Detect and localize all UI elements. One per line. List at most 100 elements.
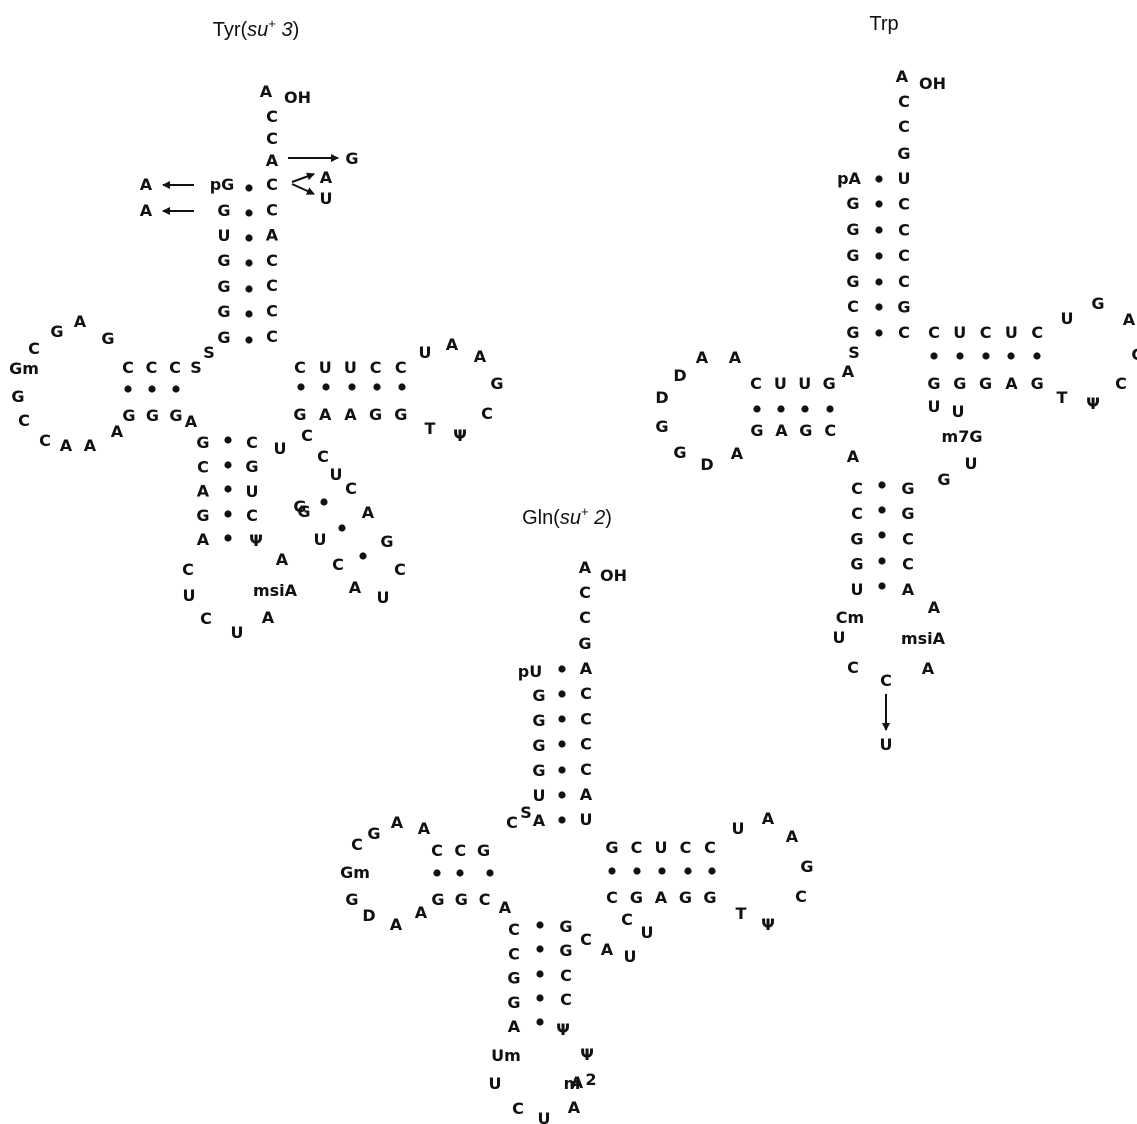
nucleotide: C: [508, 944, 520, 963]
nucleotide: S: [190, 358, 202, 377]
nucleotide: G: [937, 470, 950, 489]
nucleotide: A: [362, 503, 375, 522]
base-pair-dot: [486, 869, 494, 877]
nucleotide: G: [477, 841, 490, 860]
nucleotide: G: [799, 421, 812, 440]
nucleotide: G: [394, 405, 407, 424]
nucleotide: A: [499, 898, 512, 917]
base-pair-dot: [633, 867, 641, 875]
base-pair-dot: [875, 278, 883, 286]
nucleotide: A: [349, 578, 362, 597]
nucleotide: G: [800, 857, 813, 876]
nucleotide: U: [898, 169, 911, 188]
nucleotide: U: [880, 735, 893, 754]
trna-title: Tyr(su+ 3): [213, 16, 300, 41]
nucleotide: C: [898, 92, 910, 111]
base-pair-dot: [245, 234, 253, 242]
nucleotide: G: [532, 736, 545, 755]
base-pair-dot: [536, 945, 544, 953]
nucleotide: G: [101, 329, 114, 348]
nucleotide: U: [314, 530, 327, 549]
nucleotide: C: [351, 835, 363, 854]
base-pair-dot: [982, 352, 990, 360]
nucleotide: C: [18, 411, 30, 430]
nucleotide: S: [520, 803, 532, 822]
nucleotide: C: [266, 276, 278, 295]
nucleotide: G: [846, 220, 859, 239]
nucleotide: A: [580, 659, 593, 678]
nucleotide: C: [560, 966, 572, 985]
nucleotide: C: [580, 930, 592, 949]
nucleotide: C: [851, 479, 863, 498]
base-pair-dot: [558, 766, 566, 774]
nucleotide: U: [538, 1109, 551, 1124]
nucleotide: A: [74, 312, 87, 331]
nucleotide: C: [1031, 323, 1043, 342]
nucleotide: G: [367, 824, 380, 843]
nucleotide: U: [533, 786, 546, 805]
base-pair-dot: [558, 791, 566, 799]
nucleotide: G: [217, 302, 230, 321]
nucleotide: C: [266, 302, 278, 321]
nucleotide: U: [419, 343, 432, 362]
nucleotide: pA: [837, 169, 861, 188]
nucleotide: C: [479, 890, 491, 909]
base-pair-dot: [398, 383, 406, 391]
nucleotide: D: [673, 366, 686, 385]
nucleotide: D: [700, 455, 713, 474]
base-pair-dot: [245, 209, 253, 217]
nucleotide: A: [415, 903, 428, 922]
nucleotide: C: [266, 251, 278, 270]
base-pair-dot: [224, 485, 232, 493]
nucleotide: A: [84, 436, 97, 455]
base-pair-dot: [801, 405, 809, 413]
nucleotide: A: [842, 362, 855, 381]
nucleotide: G: [297, 502, 310, 521]
nucleotide: C: [301, 426, 313, 445]
nucleotide: C: [898, 323, 910, 342]
base-pair-dot: [536, 1018, 544, 1026]
nucleotide: U: [928, 397, 941, 416]
base-pair-dot: [558, 715, 566, 723]
nucleotide: C: [28, 339, 40, 358]
nucleotide: G: [507, 969, 520, 988]
nucleotide: C: [795, 887, 807, 906]
nucleotide: C: [246, 506, 258, 525]
base-pair-dot: [245, 310, 253, 318]
nucleotide: A: [474, 347, 487, 366]
nucleotide: G: [217, 277, 230, 296]
nucleotide: A: [320, 168, 333, 187]
nucleotide: G: [979, 374, 992, 393]
nucleotide: C: [580, 684, 592, 703]
nucleotide: Ψ: [453, 426, 467, 445]
nucleotide: A: [729, 348, 742, 367]
base-pair-dot: [433, 869, 441, 877]
nucleotide: G: [293, 497, 306, 516]
nucleotide: T: [1057, 388, 1068, 407]
nucleotide: U: [183, 586, 196, 605]
base-pair-dot: [875, 175, 883, 183]
nucleotide: A: [696, 348, 709, 367]
nucleotide: C: [847, 297, 859, 316]
nucleotide: A: [446, 335, 459, 354]
nucleotide: G: [217, 201, 230, 220]
base-pair-dot: [322, 383, 330, 391]
nucleotide: A: [1005, 374, 1018, 393]
base-pair-dot: [875, 200, 883, 208]
nucleotide: G: [901, 479, 914, 498]
nucleotide: G: [901, 504, 914, 523]
nucleotide: G: [532, 761, 545, 780]
nucleotide: G: [455, 890, 468, 909]
nucleotide: A: [140, 201, 153, 220]
nucleotide: A: [580, 785, 593, 804]
nucleotide: G: [369, 405, 382, 424]
nucleotide: C: [481, 404, 493, 423]
nucleotide: G: [897, 298, 910, 317]
nucleotide: C: [847, 658, 859, 677]
base-pair-dot: [777, 405, 785, 413]
base-pair-dot: [658, 867, 666, 875]
nucleotide: C: [704, 838, 716, 857]
nucleotide: G: [673, 443, 686, 462]
nucleotide: U: [655, 838, 668, 857]
